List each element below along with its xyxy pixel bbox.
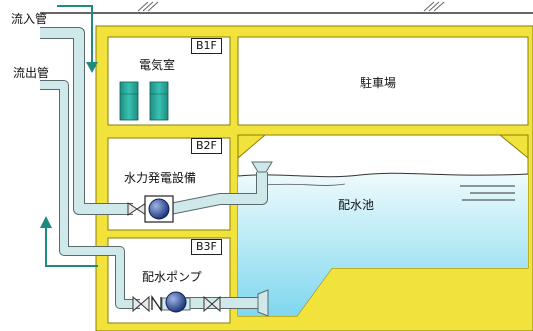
- outflow-pipe-label: 流出管: [13, 66, 50, 80]
- pump-valve-right-icon: [203, 295, 221, 313]
- electrical-cabinet-icon: [119, 81, 169, 121]
- floor-b1f-badge: B1F: [191, 38, 222, 54]
- check-valve-icon: [151, 294, 162, 313]
- pump-suction-pipe: [186, 289, 269, 317]
- outflow-pipe: [40, 80, 140, 309]
- electrical-room-label: 電気室: [139, 58, 176, 72]
- inflow-pipe: [40, 27, 133, 215]
- distribution-pump-label: 配水ポンプ: [142, 270, 202, 284]
- outflow-arrow-icon: [40, 216, 98, 267]
- floor-b3f-badge: B3F: [191, 239, 222, 255]
- inflow-pipe-label: 流入管: [11, 12, 48, 26]
- inflow-arrow-icon: [57, 5, 98, 73]
- pump-valve-left-icon: [132, 295, 150, 313]
- pump-icon: [161, 291, 191, 313]
- reservoir-tank: [237, 134, 529, 317]
- parking-label: 駐車場: [360, 76, 397, 90]
- hydro-power-label: 水力発電設備: [124, 171, 197, 185]
- reservoir-label: 配水池: [338, 198, 375, 212]
- room-parking: [237, 36, 529, 126]
- turbine-icon: [144, 195, 174, 223]
- floor-b2f-badge: B2F: [191, 138, 222, 154]
- ground-surface: [40, 1, 533, 14]
- hydro-discharge-pipe: [168, 161, 273, 215]
